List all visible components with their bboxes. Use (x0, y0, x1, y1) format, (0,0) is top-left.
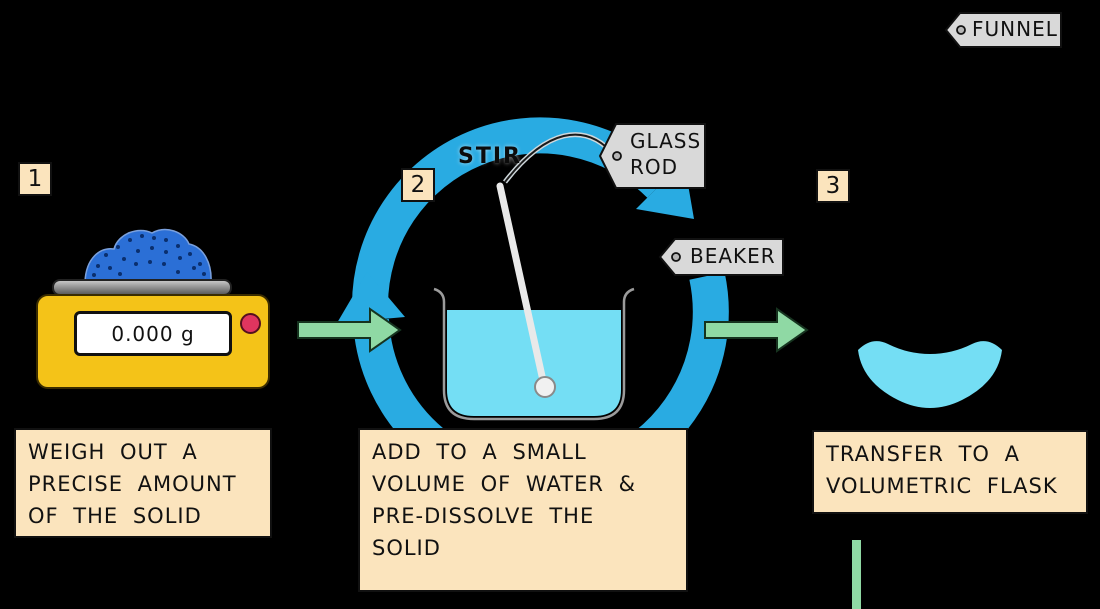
cycle-arrow-bottom-arrowhead (337, 272, 405, 323)
flow-arrow-step1-to-step2 (297, 307, 402, 353)
caption-line: PRECISE AMOUNT (28, 472, 237, 496)
step1-number-badge: 1 (18, 162, 52, 196)
stir-label: STIR (458, 144, 522, 169)
glass-rod-tip (534, 376, 556, 398)
powder-speckles (92, 234, 206, 277)
step1-caption: WEIGH OUT A PRECISE AMOUNT OF THE SOLID (14, 428, 272, 538)
funnel-tag-label: FUNNEL (972, 17, 1058, 41)
glass-rod-tag: GLASS ROD (598, 118, 708, 194)
beaker-tag-label: BEAKER (690, 244, 776, 268)
beaker-water (447, 310, 621, 416)
solid-powder-pile (84, 228, 212, 283)
step3-number-badge: 3 (816, 169, 850, 203)
caption-line: WEIGH OUT A (28, 440, 198, 464)
tag-hole-icon (612, 151, 622, 161)
caption-line: SOLID (372, 536, 441, 560)
beaker-tag: BEAKER (658, 236, 786, 278)
caption-line: OF THE SOLID (28, 504, 202, 528)
step2-caption: ADD TO A SMALL VOLUME OF WATER & PRE-DIS… (358, 428, 688, 592)
step2-number-badge: 2 (401, 168, 435, 202)
caption-line: PRE-DISSOLVE THE (372, 504, 595, 528)
tag-hole-icon (956, 25, 966, 35)
glass-rod-tag-shape (598, 123, 706, 189)
glass-rod (496, 182, 546, 380)
funnel-tag: FUNNEL (944, 10, 1064, 50)
flow-arrow-step2-to-step3 (704, 307, 809, 353)
funnel-bowl (858, 341, 1002, 408)
caption-line: TRANSFER TO A (826, 442, 1020, 466)
glass-rod-tag-label-line2: ROD (630, 155, 679, 179)
balance-display: 0.000 g (74, 311, 232, 356)
glass-rod-tag-label-line1: GLASS (630, 129, 702, 153)
caption-line: VOLUMETRIC FLASK (826, 474, 1058, 498)
flask-neck (852, 540, 861, 609)
funnel-tag-shape (944, 12, 1062, 48)
caption-line: VOLUME OF WATER & (372, 472, 636, 496)
beaker-outline (433, 287, 635, 421)
beaker-tag-shape (658, 238, 784, 276)
caption-line: ADD TO A SMALL (372, 440, 587, 464)
step3-caption: TRANSFER TO A VOLUMETRIC FLASK (812, 430, 1088, 514)
balance-tare-button (240, 313, 261, 334)
tag-hole-icon (671, 252, 681, 262)
